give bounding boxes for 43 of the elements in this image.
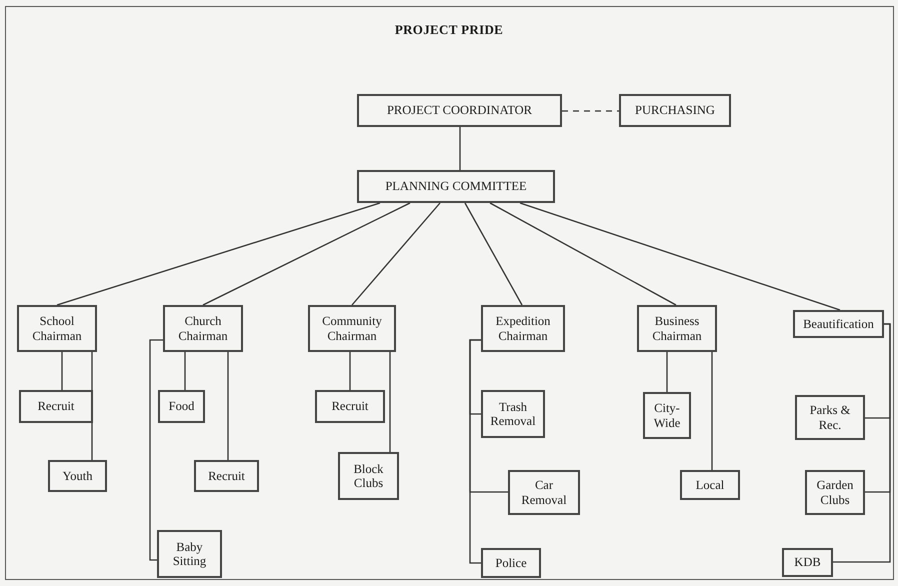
org-box: Trash Removal xyxy=(481,390,545,438)
org-box: PURCHASING xyxy=(619,94,731,127)
org-box: Youth xyxy=(48,460,107,492)
org-box: Car Removal xyxy=(508,470,580,515)
connector-line xyxy=(149,339,163,561)
connector-line xyxy=(562,110,619,112)
connector-line xyxy=(469,339,481,564)
diagram-title: PROJECT PRIDE xyxy=(394,21,504,39)
connector-line xyxy=(389,352,391,452)
org-box: PROJECT COORDINATOR xyxy=(357,94,562,127)
connector-line xyxy=(202,202,410,306)
org-box: Block Clubs xyxy=(338,452,399,500)
connector-line xyxy=(227,352,229,460)
connector-line xyxy=(833,323,891,563)
org-box: Community Chairman xyxy=(308,305,396,352)
org-box: Garden Clubs xyxy=(805,470,865,515)
org-box: Recruit xyxy=(315,390,385,423)
org-box: Recruit xyxy=(19,390,93,423)
connector-line xyxy=(666,352,668,392)
connector-line xyxy=(61,352,63,390)
org-box: Food xyxy=(158,390,205,423)
org-box: Baby Sitting xyxy=(157,530,222,578)
org-box: Church Chairman xyxy=(163,305,243,352)
org-box: Local xyxy=(680,470,740,500)
connector-line xyxy=(349,352,351,390)
connector-line xyxy=(490,202,676,306)
org-box: PLANNING COMMITTEE xyxy=(357,170,555,203)
connector-line xyxy=(352,202,440,306)
connector-line xyxy=(184,352,186,390)
connector-line xyxy=(711,352,713,470)
org-box: City-Wide xyxy=(643,392,691,439)
org-box: School Chairman xyxy=(17,305,97,352)
org-box: Police xyxy=(481,548,541,578)
connector-line xyxy=(56,202,380,306)
org-box: Business Chairman xyxy=(637,305,717,352)
org-box: Recruit xyxy=(194,460,259,492)
org-box: KDB xyxy=(782,548,833,577)
org-box: Beautification xyxy=(793,310,884,338)
connector-line xyxy=(464,202,523,306)
connector-line xyxy=(459,127,461,170)
org-box: Expedition Chairman xyxy=(481,305,565,352)
connector-line xyxy=(520,202,840,311)
org-box: Parks & Rec. xyxy=(795,395,865,440)
